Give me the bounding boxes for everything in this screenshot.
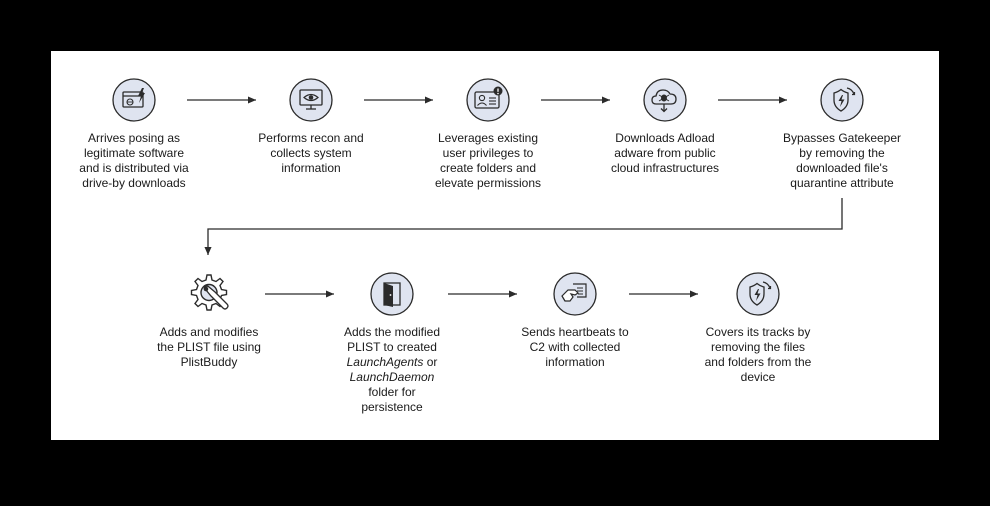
shield-lightning-icon bbox=[736, 272, 780, 316]
launchdaemon-text: LaunchDaemon bbox=[349, 370, 435, 384]
step-7-line-1: Adds the modified bbox=[343, 325, 441, 339]
step-6-line-1: Adds and modifies bbox=[159, 325, 259, 339]
step-9-line-1: Covers its tracks by bbox=[705, 325, 811, 339]
step-2-text: Performs recon and collects system infor… bbox=[241, 131, 381, 176]
step-4-text: Downloads Adload adware from public clou… bbox=[595, 131, 735, 176]
step-4-line-1: Downloads Adload bbox=[615, 131, 715, 145]
step-6-text: Adds and modifies the PLIST file using P… bbox=[139, 325, 279, 370]
hand-document-icon bbox=[553, 272, 597, 316]
step-7-line-5: folder for bbox=[368, 385, 416, 399]
diagram-panel: Arrives posing as legitimate software an… bbox=[51, 51, 939, 440]
step-7-text: Adds the modified PLIST to created Launc… bbox=[322, 325, 462, 415]
step-3-text: Leverages existing user privileges to cr… bbox=[418, 131, 558, 191]
step-7-line-6: persistence bbox=[361, 400, 423, 414]
step-8-line-1: Sends heartbeats to bbox=[521, 325, 629, 339]
step-7-line-4: LaunchDaemon bbox=[322, 370, 462, 385]
cloud-download-icon bbox=[643, 78, 687, 122]
step-2-line-1: Performs recon and bbox=[258, 131, 364, 145]
step-4-line-2: adware from public bbox=[614, 146, 716, 160]
browser-download-icon bbox=[112, 78, 156, 122]
step-5-line-3: downloaded file's bbox=[796, 161, 888, 175]
step-9-line-3: and folders from the bbox=[704, 355, 812, 369]
step-3-line-3: create folders and bbox=[439, 161, 537, 175]
step-1-line-2: legitimate software bbox=[83, 146, 185, 160]
step-3-line-2: user privileges to bbox=[442, 146, 534, 160]
step-8-text: Sends heartbeats to C2 with collected in… bbox=[505, 325, 645, 370]
step-9-line-2: removing the files bbox=[710, 340, 806, 354]
step-8-line-2: C2 with collected bbox=[529, 340, 621, 354]
shield-lightning-icon bbox=[820, 78, 864, 122]
gear-wrench-icon bbox=[187, 272, 231, 316]
step-1-line-1: Arrives posing as bbox=[87, 131, 181, 145]
step-6-line-2: the PLIST file using bbox=[157, 340, 261, 354]
flow-connectors bbox=[187, 96, 843, 298]
step-4-line-3: cloud infrastructures bbox=[610, 161, 720, 175]
door-icon bbox=[370, 272, 414, 316]
step-2-line-3: information bbox=[281, 161, 341, 175]
step-7-line-3: LaunchAgents or bbox=[322, 355, 462, 370]
step-6-line-3: PlistBuddy bbox=[180, 355, 238, 369]
step-7-line-3-post: or bbox=[423, 355, 438, 369]
step-5-line-1: Bypasses Gatekeeper bbox=[782, 131, 902, 145]
step-1-line-4: drive-by downloads bbox=[82, 176, 186, 190]
launchagents-text: LaunchAgents bbox=[346, 355, 424, 369]
step-5-line-2: by removing the bbox=[799, 146, 885, 160]
monitor-eye-icon bbox=[289, 78, 333, 122]
id-card-alert-icon bbox=[466, 78, 510, 122]
step-5-line-4: quarantine attribute bbox=[790, 176, 894, 190]
step-9-text: Covers its tracks by removing the files … bbox=[688, 325, 828, 385]
step-8-line-3: information bbox=[545, 355, 605, 369]
step-1-text: Arrives posing as legitimate software an… bbox=[64, 131, 204, 191]
arrow-5-6 bbox=[204, 198, 843, 255]
step-1-line-3: and is distributed via bbox=[79, 161, 189, 175]
step-3-line-4: elevate permissions bbox=[434, 176, 542, 190]
step-5-text: Bypasses Gatekeeper by removing the down… bbox=[772, 131, 912, 191]
step-3-line-1: Leverages existing bbox=[437, 131, 539, 145]
step-2-line-2: collects system bbox=[270, 146, 352, 160]
step-7-line-2-pre: PLIST to created bbox=[347, 340, 437, 354]
step-7-line-2: PLIST to created bbox=[322, 340, 462, 355]
step-9-line-4: device bbox=[740, 370, 776, 384]
